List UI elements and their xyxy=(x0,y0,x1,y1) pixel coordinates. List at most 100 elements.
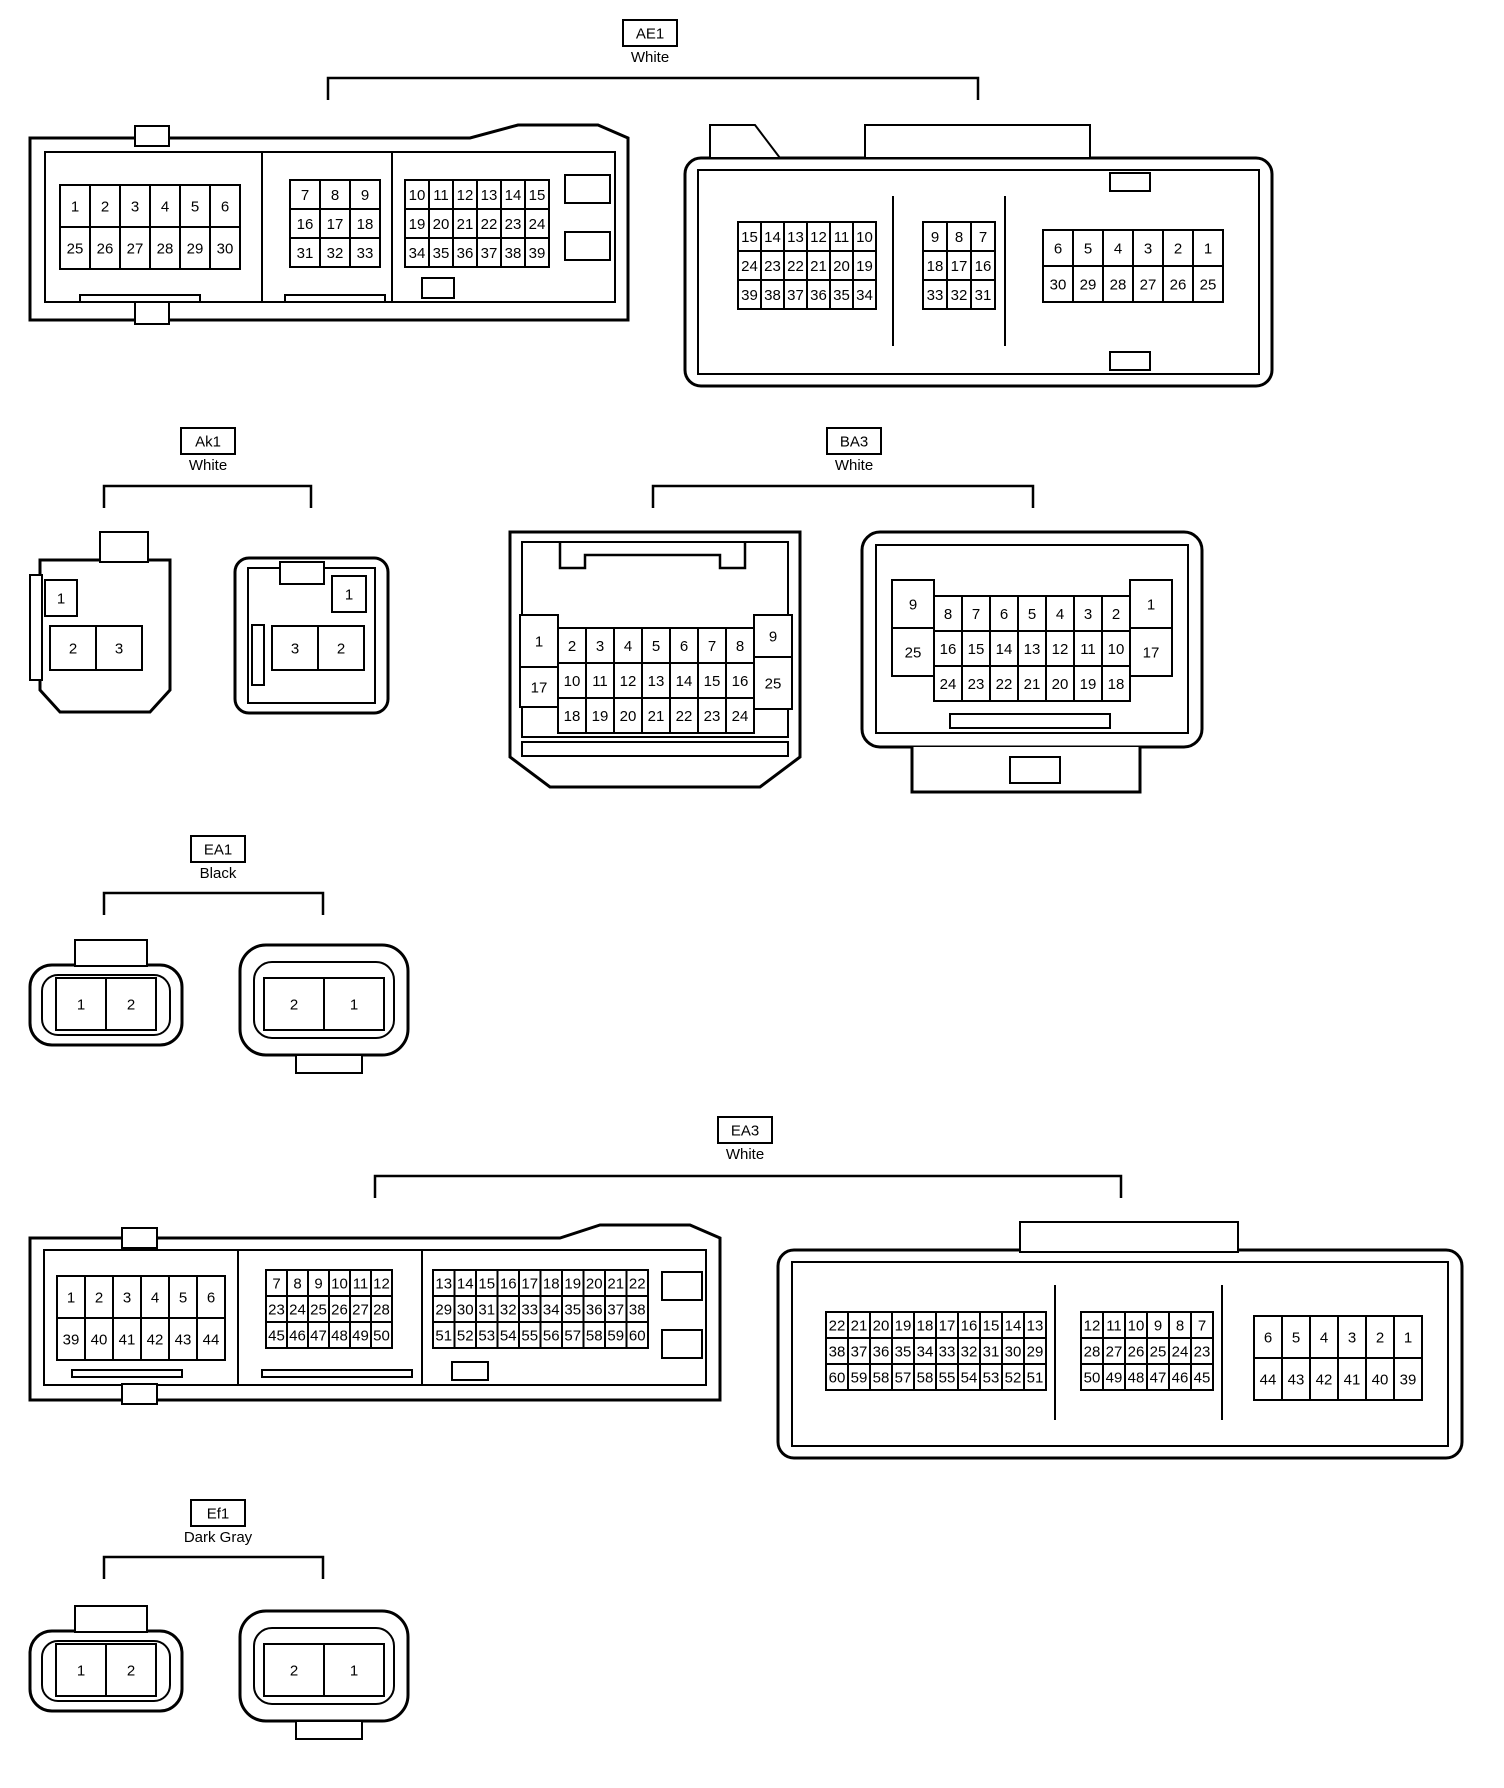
pin-number: 19 xyxy=(856,258,873,275)
pin-number: 37 xyxy=(787,287,804,304)
side-rib xyxy=(29,574,43,681)
pin-number: 28 xyxy=(1084,1344,1101,1361)
pin-number: 11 xyxy=(353,1276,369,1293)
pin-number: 2 xyxy=(337,641,345,658)
pin-number: 30 xyxy=(457,1302,474,1319)
pin-number: 60 xyxy=(629,1328,646,1345)
latch-tab xyxy=(121,1383,158,1405)
pin-number: 15 xyxy=(983,1318,1000,1335)
pin-number: 1 xyxy=(345,587,353,604)
pin-number: 1 xyxy=(535,634,543,651)
pin-number: 19 xyxy=(592,708,609,725)
pin-cell xyxy=(1192,265,1224,303)
pin-cell xyxy=(428,237,454,268)
pin-cell xyxy=(149,226,181,270)
pin-number: 1 xyxy=(77,997,85,1014)
pin-number: 17 xyxy=(951,258,968,275)
pin-cell xyxy=(196,1317,226,1361)
pin-number: 4 xyxy=(624,638,632,655)
latch-tab xyxy=(121,1227,158,1249)
pin-number: 5 xyxy=(191,199,199,216)
pin-number: 58 xyxy=(586,1328,603,1345)
connector-color: Black xyxy=(200,865,237,882)
pin-cell xyxy=(476,208,502,239)
pin-number: 25 xyxy=(905,645,922,662)
pin-cell xyxy=(922,279,948,310)
key-slot xyxy=(564,174,611,204)
pin-number: 39 xyxy=(63,1332,80,1349)
pin-number: 7 xyxy=(979,229,987,246)
pin-number: 18 xyxy=(927,258,944,275)
view-bracket xyxy=(102,484,313,508)
pin-cell xyxy=(585,627,615,664)
pin-number: 30 xyxy=(1005,1344,1022,1361)
pin-number: 39 xyxy=(741,287,758,304)
pin-number: 41 xyxy=(119,1332,136,1349)
pin-number: 15 xyxy=(741,229,758,246)
pin-number: 6 xyxy=(1000,606,1008,623)
pin-cell xyxy=(613,697,643,734)
pin-number: 56 xyxy=(543,1328,560,1345)
pin-number: 22 xyxy=(829,1318,846,1335)
rib xyxy=(1109,351,1151,371)
pin-number: 1 xyxy=(1147,597,1155,614)
key-slot xyxy=(451,1361,489,1381)
pin-number: 15 xyxy=(529,187,546,204)
pin-cell xyxy=(500,237,526,268)
pin-number: 2 xyxy=(568,638,576,655)
pin-number: 36 xyxy=(873,1344,890,1361)
pin-number: 8 xyxy=(293,1276,301,1293)
pin-number: 32 xyxy=(327,245,344,262)
pin-number: 35 xyxy=(895,1344,912,1361)
pin-number: 38 xyxy=(505,245,522,262)
pin-cell xyxy=(196,1275,226,1319)
pin-number: 36 xyxy=(586,1302,603,1319)
pin-number: 3 xyxy=(115,641,123,658)
pin-number: 31 xyxy=(297,245,314,262)
pin-cell xyxy=(1393,1357,1423,1401)
pin-number: 28 xyxy=(1110,277,1127,294)
pin-number: 50 xyxy=(373,1328,390,1345)
pin-cell xyxy=(119,226,151,270)
pin-number: 10 xyxy=(409,187,426,204)
pin-number: 14 xyxy=(457,1276,474,1293)
pin-cell xyxy=(669,662,699,699)
pin-number: 37 xyxy=(851,1344,868,1361)
pin-number: 23 xyxy=(1194,1344,1211,1361)
pin-number: 11 xyxy=(1080,641,1096,658)
pin-number: 19 xyxy=(409,216,426,233)
latch-tab xyxy=(709,124,783,159)
pin-number: 24 xyxy=(732,708,749,725)
connector-label-box xyxy=(717,1116,773,1144)
pin-number: 21 xyxy=(648,708,665,725)
pin-number: 18 xyxy=(917,1318,934,1335)
connector-color: White xyxy=(631,49,669,66)
pin-number: 44 xyxy=(1260,1372,1277,1389)
connector-color: White xyxy=(189,457,227,474)
pin-cell xyxy=(89,226,121,270)
pin-number: 43 xyxy=(175,1332,192,1349)
pin-number: 13 xyxy=(787,229,804,246)
side-rib xyxy=(251,624,265,686)
connector-code: EA1 xyxy=(204,842,232,859)
pin-number: 2 xyxy=(127,997,135,1014)
latch-tab xyxy=(74,1605,148,1633)
latch-frame xyxy=(558,542,747,570)
pin-number: 34 xyxy=(409,245,426,262)
pin-number: 4 xyxy=(1114,241,1122,258)
pin-cell xyxy=(370,1321,393,1349)
pin-number: 2 xyxy=(95,1290,103,1307)
pin-number: 4 xyxy=(1320,1330,1328,1347)
pin-number: 10 xyxy=(564,673,581,690)
pin-cell xyxy=(1309,1315,1339,1359)
pin-cell xyxy=(317,625,365,671)
pin-cell xyxy=(476,179,502,210)
pin-number: 22 xyxy=(481,216,498,233)
connector-code: AE1 xyxy=(636,26,664,43)
pin-number: 8 xyxy=(331,187,339,204)
pin-number: 1 xyxy=(1404,1330,1412,1347)
